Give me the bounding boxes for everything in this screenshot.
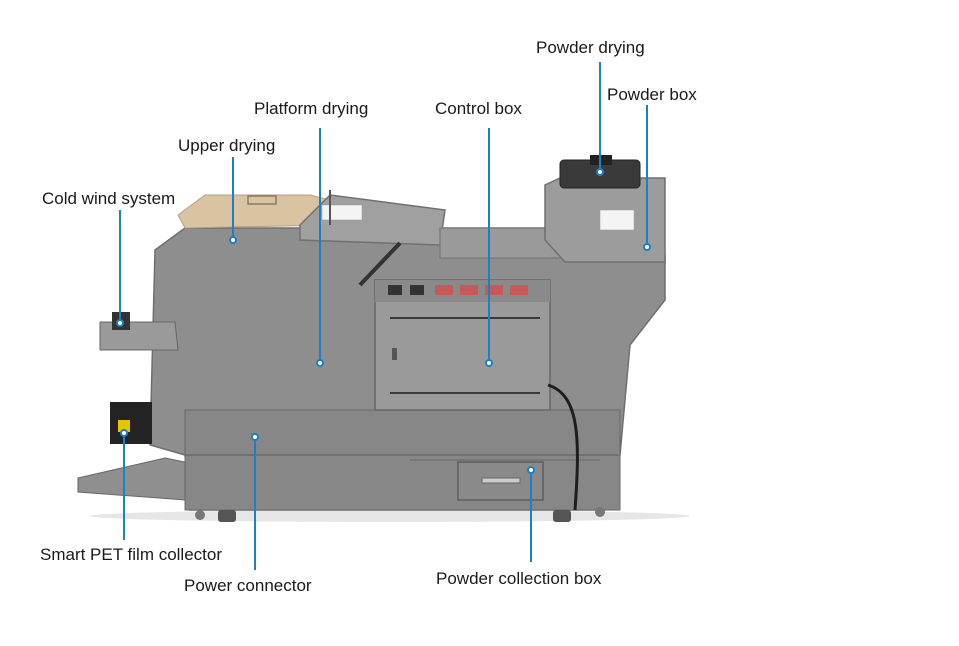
callout-dot-platform-drying bbox=[316, 359, 324, 367]
label-control-box: Control box bbox=[435, 99, 522, 118]
callout-dot-upper-drying bbox=[229, 236, 237, 244]
label-cold-wind-system: Cold wind system bbox=[42, 189, 176, 208]
callout-dot-powder-drying bbox=[596, 168, 604, 176]
callout-dot-powder-collection bbox=[527, 466, 535, 474]
callout-dot-control-box bbox=[485, 359, 493, 367]
callout-dot-film-collector bbox=[120, 429, 128, 437]
label-powder-collection-box: Powder collection box bbox=[436, 569, 602, 588]
film-collector-motor bbox=[110, 402, 152, 444]
label-power-connector: Power connector bbox=[184, 576, 312, 595]
label-smart-pet-film-collector: Smart PET film collector bbox=[40, 545, 223, 564]
callout-dot-cold-wind bbox=[116, 319, 124, 327]
label-upper-drying: Upper drying bbox=[178, 136, 276, 155]
label-platform-drying: Platform drying bbox=[254, 99, 369, 118]
label-powder-drying: Powder drying bbox=[536, 38, 645, 57]
label-powder-box: Powder box bbox=[607, 85, 697, 104]
callout-dot-powder-box bbox=[643, 243, 651, 251]
callout-dot-power-connector bbox=[251, 433, 259, 441]
